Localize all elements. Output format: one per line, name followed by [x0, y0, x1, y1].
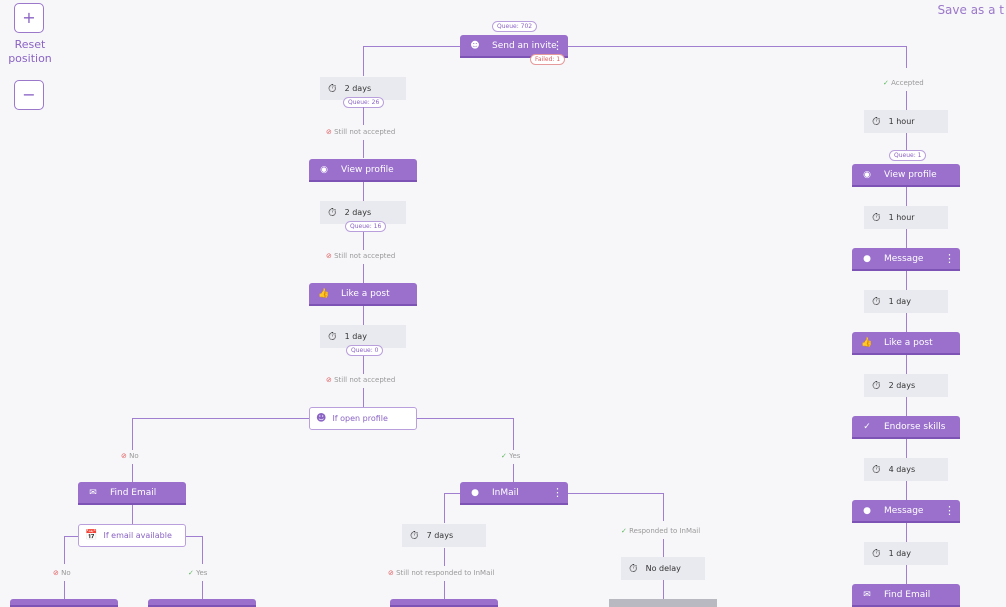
mail-icon: ✉ [89, 487, 97, 498]
queue-badge: Queue: 702 [492, 21, 538, 32]
condition-label: ⊘ Still not responded to InMail [388, 569, 495, 577]
mail-icon: ✉ [863, 589, 871, 600]
chat-icon: ● [863, 253, 871, 264]
if-open-profile-node[interactable]: ☻If open profile [309, 407, 417, 430]
delay-node[interactable]: ⏱7 days [402, 524, 486, 547]
thumb-up-icon: 👍 [861, 337, 873, 348]
zoom-out-button[interactable]: − [14, 80, 44, 110]
action-node[interactable] [609, 599, 717, 607]
stopwatch-icon: ⏱ [872, 378, 881, 392]
find-email-node[interactable]: ✉Find Email [78, 482, 186, 505]
delay-node[interactable]: ⏱1 day [320, 325, 406, 348]
stopwatch-icon: ⏱ [328, 81, 337, 95]
chat-icon: ● [471, 487, 479, 498]
no-branch-label: ⊘ No [53, 569, 71, 577]
delay-node[interactable]: ⏱1 hour [864, 206, 948, 229]
eye-icon: ◉ [863, 169, 871, 180]
send-invite-node[interactable]: ☻ Send an invite ⋮ [460, 35, 568, 58]
queue-badge: Queue: 1 [889, 150, 927, 161]
stopwatch-icon: ⏱ [872, 114, 881, 128]
action-node[interactable] [148, 599, 256, 607]
find-email-node[interactable]: ✉Find Email [852, 584, 960, 607]
delay-node[interactable]: ⏱1 day [864, 542, 948, 565]
if-email-available-node[interactable]: 📅If email available [78, 524, 186, 547]
message-node[interactable]: ●Message⋮ [852, 248, 960, 271]
node-label: Send an invite [492, 40, 557, 51]
person-icon: ☻ [316, 413, 327, 424]
save-as-template-link[interactable]: Save as a t [937, 3, 1004, 17]
message-node[interactable]: ●Message⋮ [852, 500, 960, 523]
endorse-skills-node[interactable]: ✓Endorse skills [852, 416, 960, 439]
stopwatch-icon: ⏱ [872, 210, 881, 224]
calendar-icon: 📅 [85, 530, 98, 541]
condition-label: ✓ Responded to InMail [621, 527, 701, 535]
delay-node[interactable]: ⏱2 days [320, 201, 406, 224]
stopwatch-icon: ⏱ [629, 561, 638, 575]
view-profile-node[interactable]: ◉View profile [852, 164, 960, 187]
condition-label: ⊘ Still not accepted [326, 252, 396, 260]
stopwatch-icon: ⏱ [328, 329, 337, 343]
yes-branch-label: ✓ Yes [501, 452, 521, 460]
thumb-up-icon: 👍 [318, 288, 330, 299]
delay-node[interactable]: ⏱2 days [864, 374, 948, 397]
like-post-node[interactable]: 👍Like a post [852, 332, 960, 355]
failed-badge: Failed: 1 [530, 54, 566, 65]
delay-node[interactable]: ⏱2 days [320, 77, 406, 100]
more-menu-icon[interactable]: ⋮ [944, 252, 955, 265]
stopwatch-icon: ⏱ [872, 294, 881, 308]
condition-label: ⊘ Still not accepted [326, 128, 396, 136]
stopwatch-icon: ⏱ [872, 462, 881, 476]
stopwatch-icon: ⏱ [328, 205, 337, 219]
accepted-label: ✓ Accepted [883, 79, 924, 87]
queue-badge: Queue: 16 [345, 221, 387, 232]
chat-icon: ● [863, 505, 871, 516]
stopwatch-icon: ⏱ [410, 528, 419, 542]
like-post-node[interactable]: 👍Like a post [309, 283, 417, 306]
delay-node[interactable]: ⏱4 days [864, 458, 948, 481]
more-menu-icon[interactable]: ⋮ [552, 39, 563, 52]
check-circle-icon: ✓ [863, 421, 871, 432]
action-node[interactable] [10, 599, 118, 607]
reset-position-button[interactable]: Reset position [8, 38, 52, 65]
more-menu-icon[interactable]: ⋮ [552, 486, 563, 499]
condition-label: ⊘ Still not accepted [326, 376, 396, 384]
more-menu-icon[interactable]: ⋮ [944, 504, 955, 517]
queue-badge: Queue: 0 [346, 345, 384, 356]
inmail-node[interactable]: ●InMail⋮ [460, 482, 568, 505]
eye-icon: ◉ [320, 164, 328, 175]
action-node[interactable] [390, 599, 498, 607]
person-icon: ☻ [470, 40, 480, 51]
delay-node[interactable]: ⏱1 day [864, 290, 948, 313]
zoom-in-button[interactable]: + [14, 3, 44, 33]
yes-branch-label: ✓ Yes [188, 569, 208, 577]
no-delay-node[interactable]: ⏱No delay [621, 557, 705, 580]
view-profile-node[interactable]: ◉View profile [309, 159, 417, 182]
delay-node[interactable]: ⏱1 hour [864, 110, 948, 133]
no-branch-label: ⊘ No [121, 452, 139, 460]
stopwatch-icon: ⏱ [872, 546, 881, 560]
